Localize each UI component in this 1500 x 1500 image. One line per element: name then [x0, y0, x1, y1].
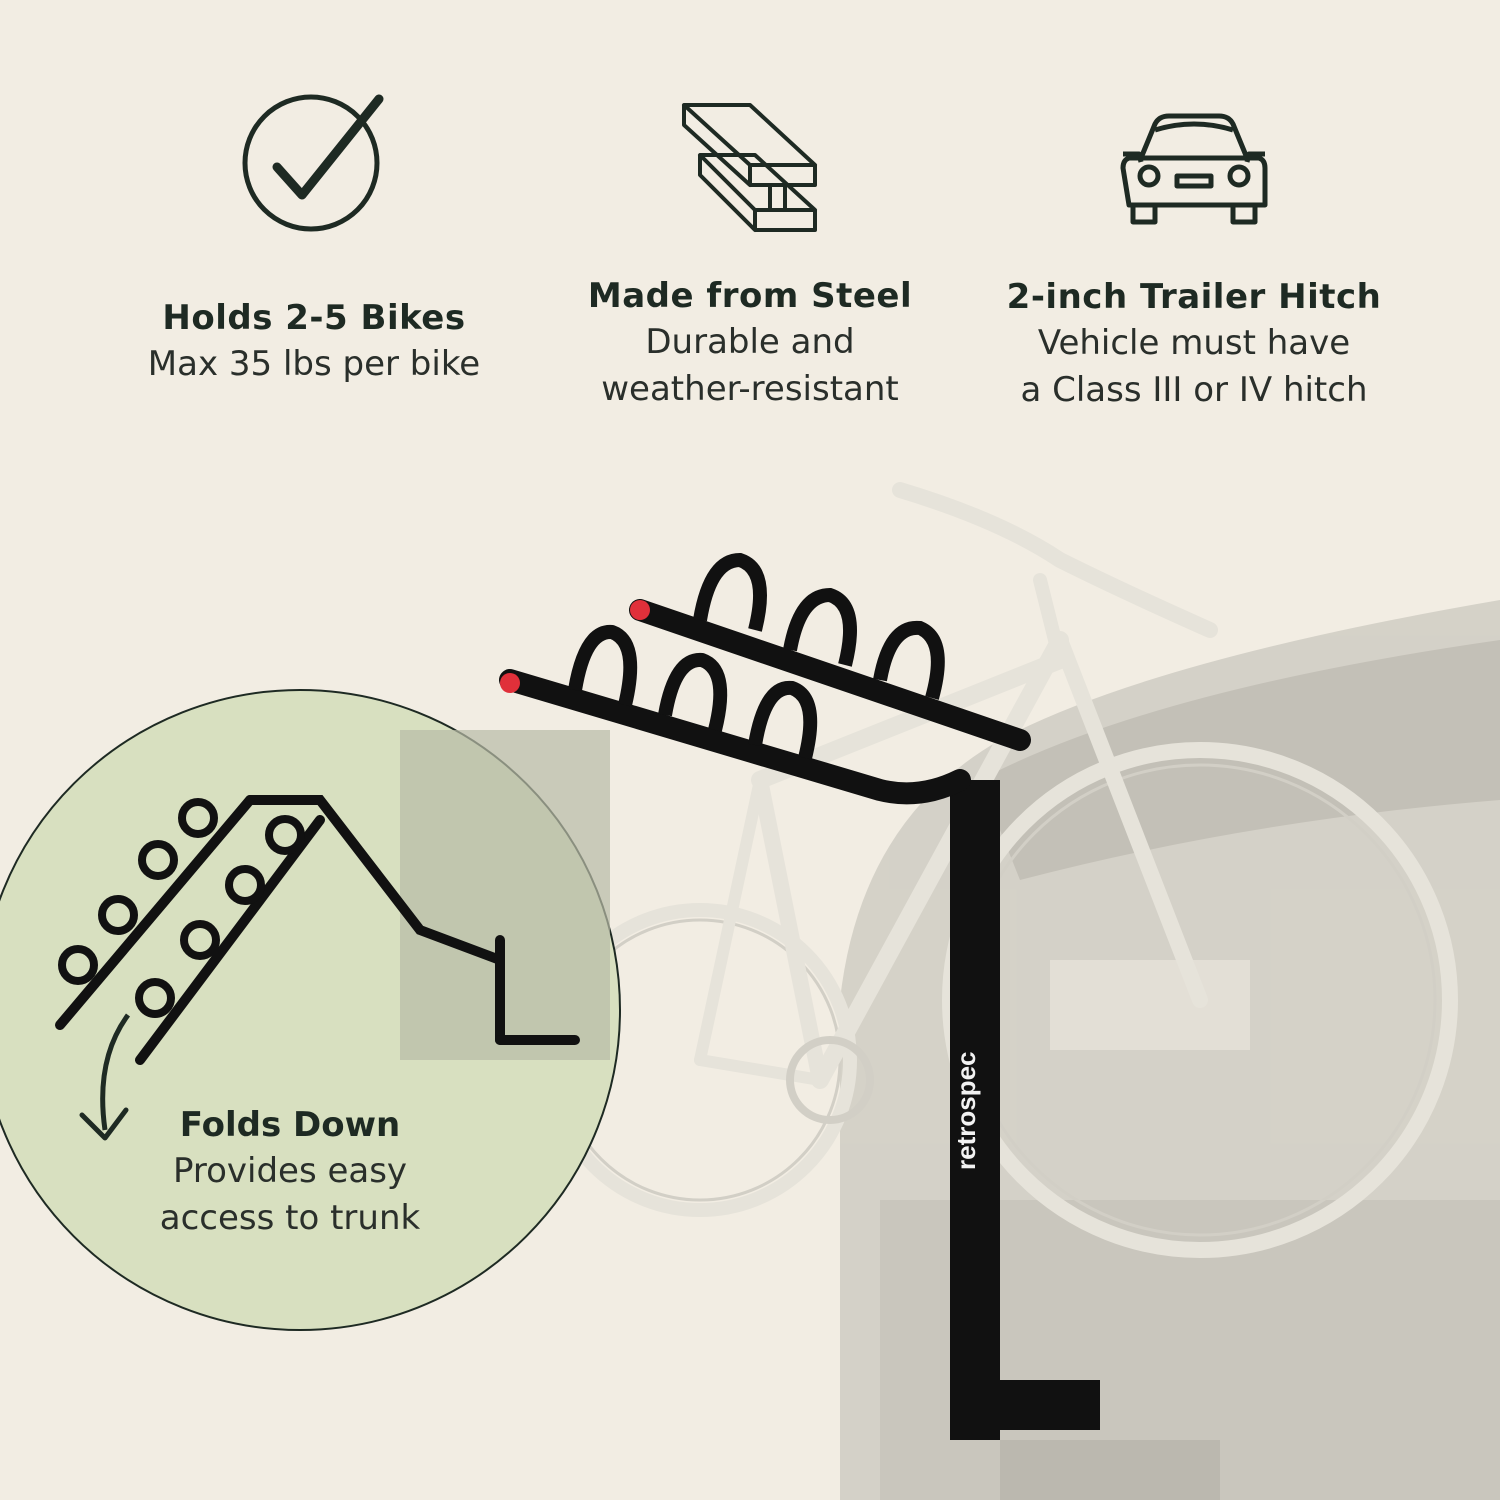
feature-title: 2-inch Trailer Hitch: [1006, 277, 1382, 317]
feature-hitch: 2-inch Trailer Hitch Vehicle must have a…: [994, 110, 1394, 414]
bike-rack-image: retrospec: [499, 552, 1100, 1440]
feature-description: Vehicle must have a Class III or IV hitc…: [1020, 323, 1368, 410]
fold-down-inset: [0, 689, 621, 1331]
car-rear-image: [840, 600, 1500, 1500]
feature-fold-down: Folds Down Provides easy access to trunk: [130, 1102, 450, 1242]
brand-logo: retrospec: [951, 1052, 981, 1171]
feature-title: Made from Steel: [587, 276, 913, 316]
feature-description: Max 35 lbs per bike: [147, 344, 481, 384]
steel-beam-icon: [682, 103, 817, 232]
feature-title: Holds 2-5 Bikes: [162, 298, 466, 338]
feature-material: Made from Steel Durable and weather-resi…: [550, 95, 950, 413]
car-icon: [1120, 113, 1268, 225]
curved-arrow-down-icon: [100, 1013, 131, 1131]
fold-title: Folds Down: [179, 1105, 401, 1145]
fold-description: Provides easy access to trunk: [159, 1151, 421, 1238]
check-circle-icon: [242, 94, 384, 232]
feature-capacity: Holds 2-5 Bikes Max 35 lbs per bike: [114, 85, 514, 388]
feature-description: Durable and weather-resistant: [601, 322, 899, 409]
